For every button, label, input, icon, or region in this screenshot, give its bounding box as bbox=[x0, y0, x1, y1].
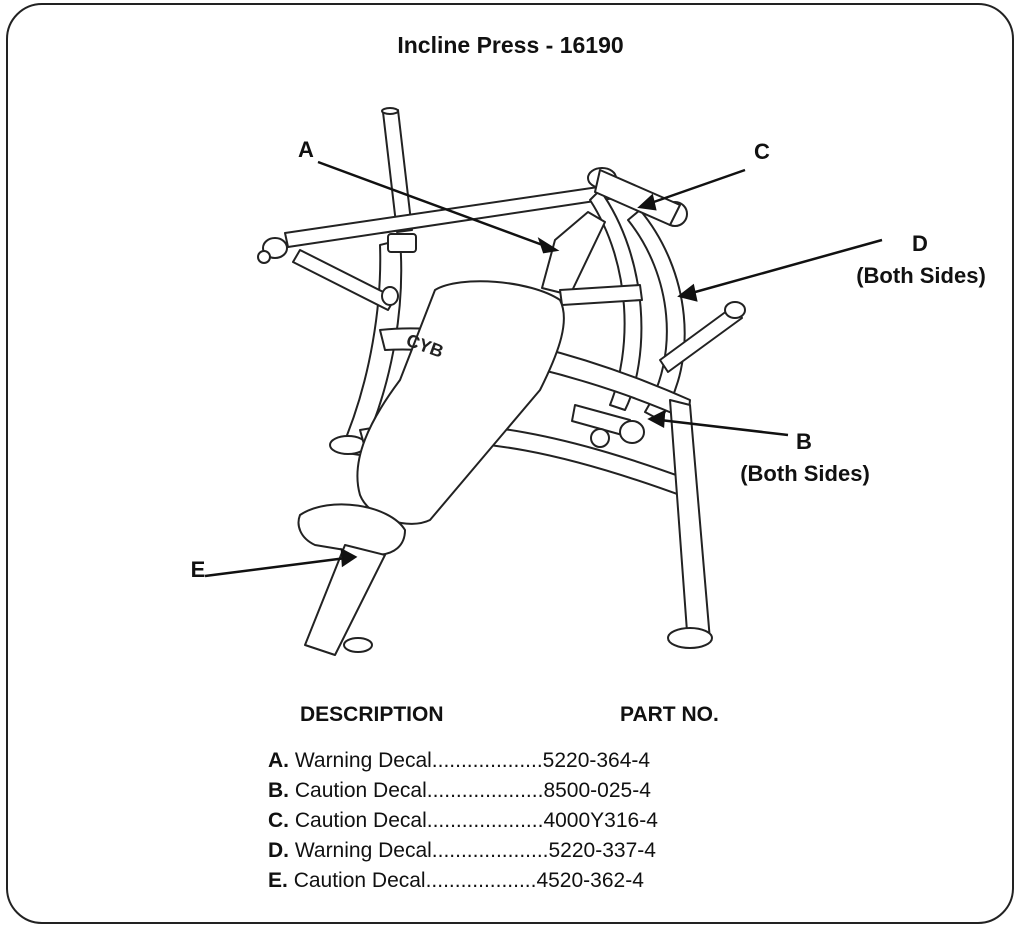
row-dots: .................... bbox=[426, 779, 544, 802]
callout-a: A bbox=[298, 137, 314, 162]
leader-a bbox=[317, 160, 549, 249]
callout-b: B bbox=[796, 429, 812, 454]
row-description: Caution Decal bbox=[293, 869, 426, 892]
callout-d-note: (Both Sides) bbox=[856, 263, 986, 288]
leader-b bbox=[659, 418, 789, 437]
right-press-handle bbox=[659, 304, 743, 373]
callout-b-note: (Both Sides) bbox=[740, 461, 870, 486]
leader-c bbox=[647, 168, 746, 206]
row-letter: B. bbox=[268, 779, 289, 802]
seat-pad bbox=[297, 503, 406, 556]
right-handle-cap bbox=[724, 301, 746, 319]
row-part-no: 5220-364-4 bbox=[542, 749, 651, 772]
row-description: Warning Decal bbox=[294, 839, 432, 862]
arrow-d bbox=[677, 283, 698, 302]
row-dots: .................... bbox=[431, 839, 549, 862]
row-dots: .................... bbox=[426, 809, 544, 832]
right-lower-knob bbox=[590, 428, 610, 448]
right-foot bbox=[667, 627, 713, 649]
row-letter: E. bbox=[268, 869, 288, 892]
leader-d bbox=[687, 238, 883, 296]
parts-row-b: B. Caution Decal....................8500… bbox=[268, 779, 651, 803]
left-pivot-block bbox=[387, 233, 417, 253]
row-dots: ................... bbox=[431, 749, 543, 772]
left-grip-end bbox=[381, 286, 399, 306]
header-part-no: PART NO. bbox=[620, 703, 719, 726]
right-lower-hub bbox=[619, 420, 645, 444]
left-handle-pin bbox=[257, 250, 271, 264]
parts-row-e: E. Caution Decal...................4520-… bbox=[268, 869, 644, 893]
row-part-no: 8500-025-4 bbox=[543, 779, 651, 802]
back-pad bbox=[356, 280, 565, 525]
row-description: Caution Decal bbox=[294, 779, 427, 802]
callout-c: C bbox=[754, 139, 770, 164]
callout-d: D bbox=[912, 231, 928, 256]
arrow-c bbox=[637, 193, 657, 211]
row-letter: D. bbox=[268, 839, 289, 862]
arrow-e bbox=[340, 547, 358, 568]
row-description: Caution Decal bbox=[294, 809, 427, 832]
decal-a-tube bbox=[541, 211, 606, 296]
row-dots: ................... bbox=[425, 869, 537, 892]
row-part-no: 4000Y316-4 bbox=[543, 809, 658, 832]
right-leg bbox=[669, 399, 711, 646]
page-frame bbox=[6, 3, 1014, 924]
seat-post-foot bbox=[343, 637, 373, 653]
arrow-b bbox=[647, 409, 666, 429]
left-press-arm bbox=[292, 249, 396, 311]
row-letter: C. bbox=[268, 809, 289, 832]
parts-row-c: C. Caution Decal....................4000… bbox=[268, 809, 658, 833]
seat-post bbox=[304, 544, 386, 656]
row-letter: A. bbox=[268, 749, 289, 772]
left-post-cap bbox=[381, 107, 399, 115]
parts-row-a: A. Warning Decal...................5220-… bbox=[268, 749, 650, 773]
leader-e bbox=[204, 556, 347, 578]
right-top-hub bbox=[594, 169, 681, 226]
callout-e: E bbox=[190, 557, 206, 582]
row-description: Warning Decal bbox=[294, 749, 432, 772]
row-part-no: 4520-362-4 bbox=[536, 869, 644, 892]
row-part-no: 5220-337-4 bbox=[548, 839, 656, 862]
page-title: Incline Press - 16190 bbox=[397, 32, 624, 58]
header-description: DESCRIPTION bbox=[300, 703, 444, 726]
rear-crossbar bbox=[559, 284, 643, 306]
parts-row-d: D. Warning Decal....................5220… bbox=[268, 839, 656, 863]
arrow-a bbox=[537, 237, 560, 254]
right-upright-frame bbox=[589, 189, 643, 411]
left-upright-post bbox=[382, 109, 413, 233]
